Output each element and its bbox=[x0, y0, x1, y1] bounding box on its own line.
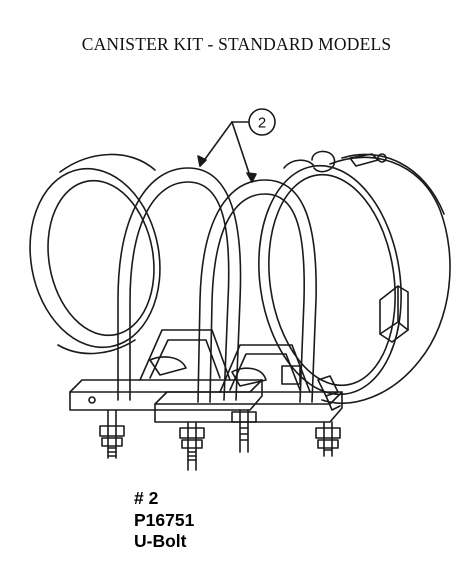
threaded-studs bbox=[99, 409, 341, 471]
page-title: CANISTER KIT - STANDARD MODELS bbox=[81, 34, 392, 54]
callout-leader bbox=[197, 121, 257, 183]
part-index-label: # 2 bbox=[134, 488, 159, 508]
callout-bubble bbox=[248, 108, 276, 136]
part-info-block: # 2 P16751 U-Bolt bbox=[134, 488, 194, 553]
front-bracket bbox=[69, 329, 263, 411]
part-name: U-Bolt bbox=[134, 531, 187, 551]
callout-number: 2 bbox=[258, 115, 266, 132]
part-number: P16751 bbox=[134, 509, 195, 530]
u-bolt-rear bbox=[197, 179, 317, 403]
u-bolt-front bbox=[117, 167, 242, 401]
left-clamp-ring bbox=[29, 153, 161, 355]
canister-end-cap bbox=[258, 150, 451, 411]
